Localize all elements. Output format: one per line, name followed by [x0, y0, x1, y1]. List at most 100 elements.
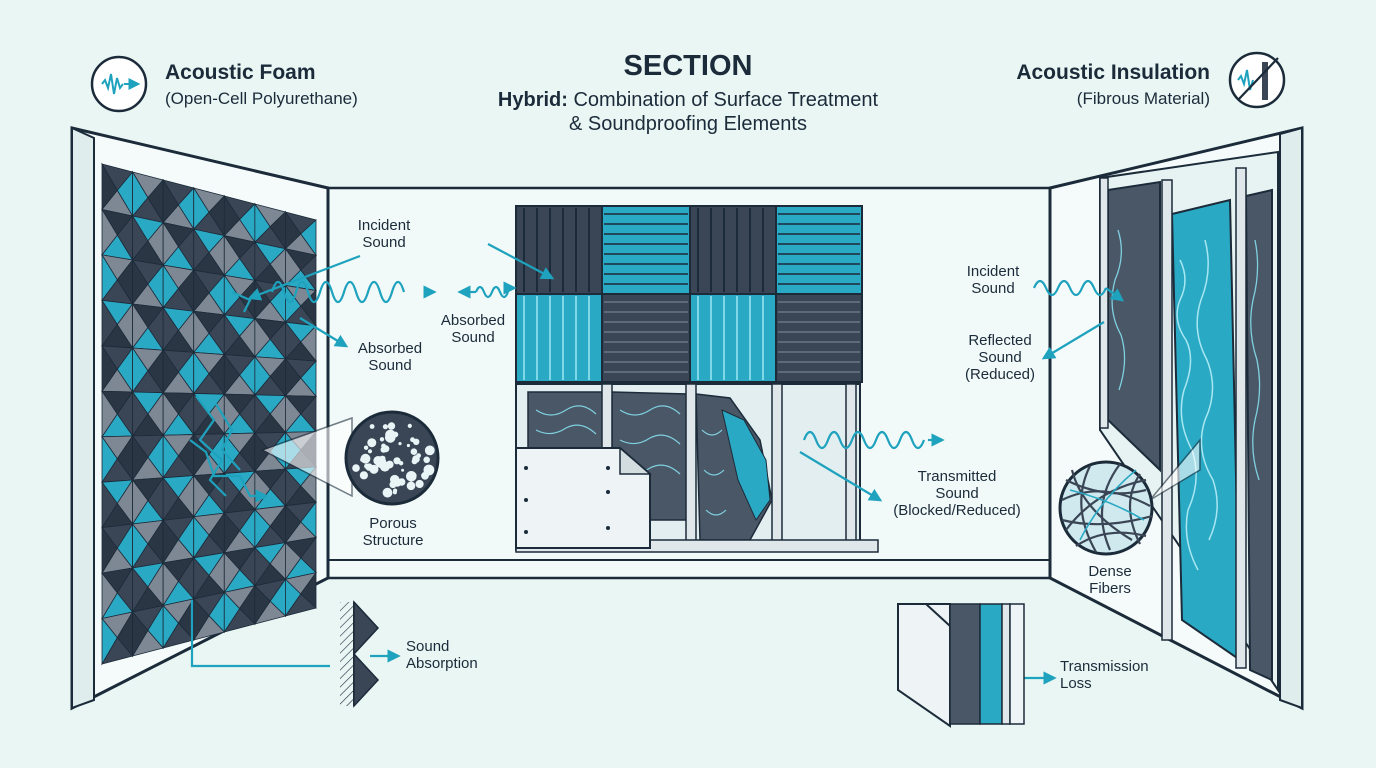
absorption-leader [190, 600, 330, 668]
foam-pyramid-face [285, 468, 302, 507]
foam-pyramid-face [193, 268, 210, 313]
absorption-path-1 [195, 395, 227, 497]
incident-pointer-center [487, 243, 555, 280]
foam-pyramid-face [101, 480, 118, 530]
foam-pyramid-face [223, 313, 241, 356]
foam-pyramid-face [101, 617, 118, 666]
foam-pyramid-face [132, 566, 149, 614]
pore [359, 471, 368, 480]
subtitle-rest: Combination of Surface Treatment [573, 89, 879, 111]
foam-pyramid-face [162, 306, 179, 352]
foam-pyramid-face [132, 434, 149, 482]
foam-pyramid-face [223, 234, 241, 277]
pore [423, 464, 435, 476]
foam-tile [775, 293, 863, 383]
foam-pyramid-face [285, 284, 302, 324]
foam-pyramid-face [101, 389, 118, 439]
pore [382, 424, 388, 430]
pore [415, 479, 424, 489]
foam-pyramid-face [223, 551, 241, 594]
pore [385, 460, 394, 469]
pore [401, 468, 405, 472]
pore [424, 445, 435, 456]
pore [412, 455, 420, 463]
foam-pyramid-face [254, 431, 271, 473]
pore [387, 422, 396, 430]
sound-blocked-icon [1228, 51, 1286, 109]
foam-pyramid-face [285, 357, 302, 397]
foam-pyramid-face [193, 186, 210, 231]
foam-pyramid-face [132, 522, 149, 570]
absorbed-pointer-left [299, 317, 349, 348]
incident-pointer-left [247, 254, 361, 301]
foam-pyramid-face [162, 476, 179, 522]
right-panel-subtitle: (Fibrous Material) [1076, 89, 1210, 108]
foam-pyramid-face [254, 202, 271, 244]
foam-pyramid-face [162, 263, 179, 309]
foam-pyramid-face [223, 591, 241, 634]
pore [380, 446, 387, 453]
foam-pyramid-face [132, 478, 149, 526]
reflected-pointer [1041, 321, 1105, 360]
foam-pyramid-face [162, 391, 179, 437]
foam-pyramid-face [101, 435, 118, 484]
foam-pyramid-face [162, 348, 179, 394]
foam-pyramid-face [162, 434, 179, 480]
pore [410, 448, 418, 456]
pore [379, 437, 385, 442]
foam-pyramid-face [132, 258, 149, 306]
pore [406, 481, 416, 491]
foam-tile [601, 293, 691, 383]
pore [363, 445, 369, 450]
foam-tile [515, 293, 603, 383]
pore [423, 456, 431, 464]
foam-tile [689, 293, 777, 383]
foam-pyramid-face [254, 240, 271, 282]
foam-pyramid-face [223, 512, 241, 555]
foam-pyramid-face [193, 474, 210, 519]
foam-pyramid-face [132, 610, 149, 658]
foam-pyramid-face [101, 162, 118, 211]
pore [365, 463, 373, 471]
foam-pyramid-face [254, 393, 271, 435]
pore [410, 472, 417, 479]
incident-wave-right [1032, 279, 1108, 297]
foam-pyramid-face [132, 214, 149, 262]
pore [398, 461, 404, 466]
page-subtitle: Hybrid: Combination of Surface Treatment… [428, 88, 948, 136]
foam-pyramid-face [132, 390, 149, 438]
foam-pyramid-face [162, 178, 179, 224]
foam-pyramid-face [101, 208, 118, 257]
incident-wave-left [270, 280, 406, 304]
foam-pyramid-face [162, 221, 179, 267]
foam-pyramid-face [101, 344, 118, 393]
pore [393, 457, 401, 465]
foam-pyramid-face [285, 504, 302, 544]
pore [382, 487, 393, 498]
foam-pyramid-face [101, 298, 118, 348]
foam-pyramid-face [254, 355, 271, 397]
page-title: SECTION [623, 50, 753, 82]
dense-fibers-zoom [1058, 437, 1201, 556]
center-foam-panels [515, 205, 863, 383]
absorption-path-2 [215, 403, 241, 471]
foam-pyramid-face [193, 309, 210, 354]
foam-pyramid-face [285, 321, 302, 360]
foam-pyramid-face [162, 604, 179, 650]
left-wall-edge [71, 126, 95, 710]
transmitted-pointer [799, 451, 883, 502]
right-panel-title: Acoustic Insulation [1016, 61, 1210, 84]
foam-pyramid-face [254, 546, 271, 588]
foam-pyramid-face [193, 351, 210, 395]
pore [360, 453, 371, 464]
pore [398, 442, 402, 446]
left-panel-subtitle: (Open-Cell Polyurethane) [165, 89, 358, 108]
foam-pyramid-face [254, 317, 271, 358]
foam-pyramid-face [223, 353, 241, 396]
